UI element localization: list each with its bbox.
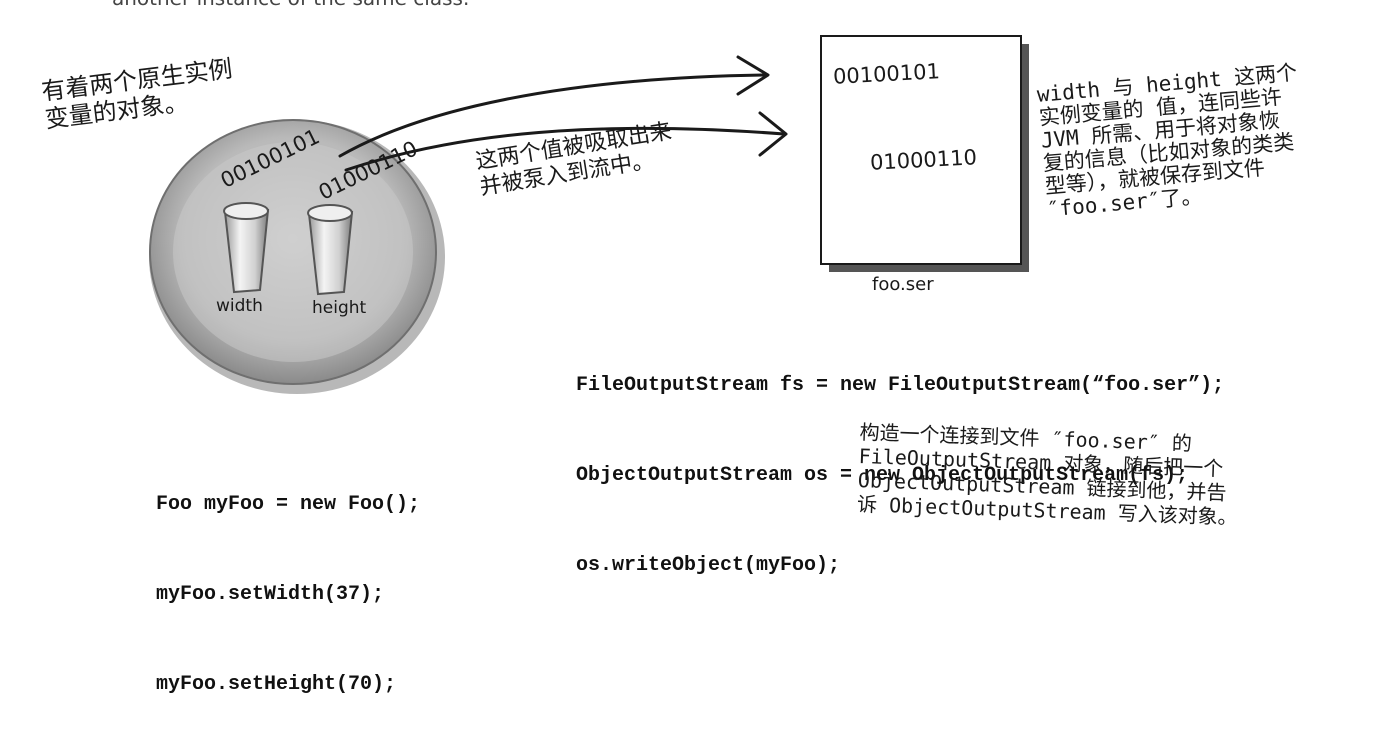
foo-code: Foo myFoo = new Foo(); myFoo.setWidth(37… — [156, 430, 420, 730]
code-line-setheight: myFoo.setHeight(70); — [156, 673, 397, 696]
file-name: foo.ser — [872, 274, 934, 295]
stream-note: 构造一个连接到文件 ″foo.ser″ 的 FileOutputStream 对… — [856, 420, 1239, 530]
diagram-graphics — [149, 35, 1029, 394]
arrow-width-head-icon — [736, 55, 770, 96]
code-line-writeobject: os.writeObject(myFoo); — [576, 554, 841, 577]
object-plate-inner — [173, 142, 413, 362]
width-cup-label: width — [216, 296, 263, 316]
code-line-new-foo: Foo myFoo = new Foo(); — [156, 493, 421, 516]
height-cup-label: height — [312, 298, 367, 318]
arrow-height-to-file — [344, 126, 786, 172]
file-page — [820, 35, 1022, 265]
code-line-fileoutputstream: FileOutputStream fs = new FileOutputStre… — [576, 374, 1225, 397]
width-cup-icon — [223, 202, 270, 294]
arrow-width-to-file — [338, 73, 767, 158]
file-note: width 与 height 这两个 实例变量的 值，连同些许 JVM 所需、用… — [1035, 60, 1299, 222]
top-text-fragment: another instance of the same class. — [112, 0, 469, 10]
code-line-setwidth: myFoo.setWidth(37); — [156, 583, 385, 606]
code-line-objectoutputstream: ObjectOutputStream os = new ObjectOutput… — [576, 464, 1189, 487]
arrow-height-head-icon — [758, 111, 788, 157]
height-cup-icon — [307, 204, 354, 296]
